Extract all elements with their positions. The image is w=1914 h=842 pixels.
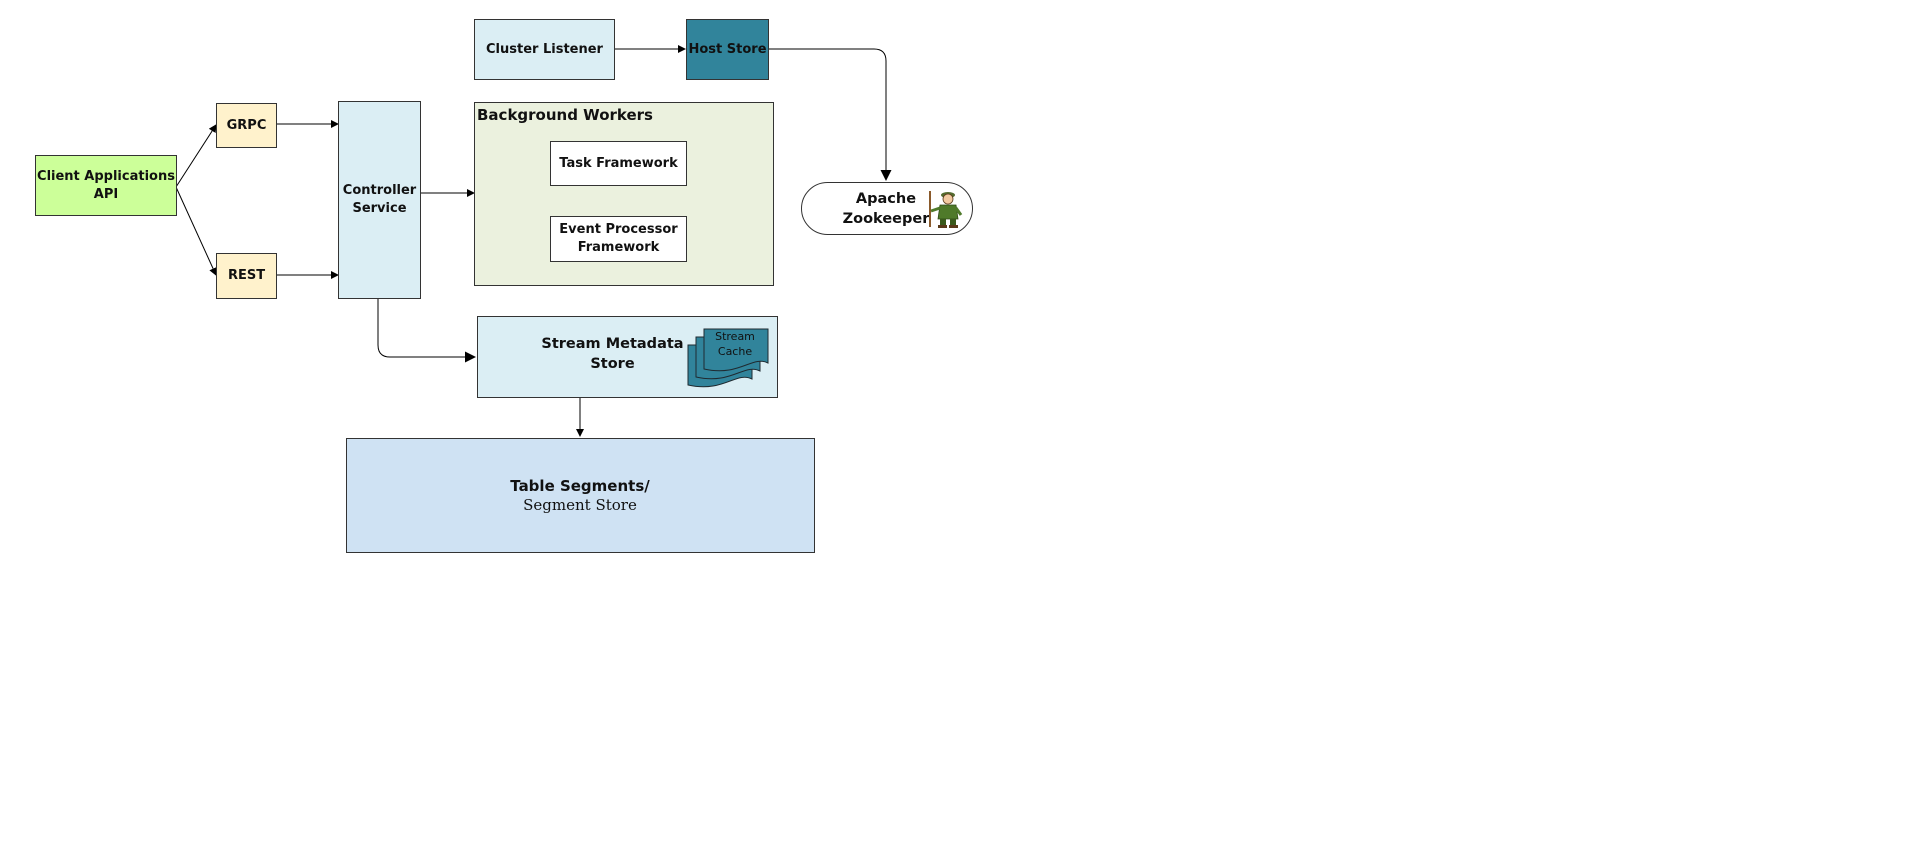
event-processor-framework-label: Event Processor Framework xyxy=(559,222,678,255)
host-store-box: Host Store xyxy=(686,19,769,80)
stream-cache-label: Stream Cache xyxy=(715,330,755,359)
client-applications-api-label: Client Applications API xyxy=(37,168,175,202)
event-processor-framework-box: Event Processor Framework xyxy=(550,216,687,262)
stream-metadata-store-label: Stream Metadata Store xyxy=(541,336,684,372)
controller-service-label: Controller Service xyxy=(342,183,417,216)
edge-client-grpc xyxy=(175,124,217,188)
cluster-listener-label: Cluster Listener xyxy=(486,41,603,57)
cluster-listener-box: Cluster Listener xyxy=(474,19,615,80)
zookeeper-keeper-icon xyxy=(929,191,963,228)
segment-store-label: Segment Store xyxy=(523,496,637,514)
edge-controller-metadata xyxy=(377,298,476,363)
edge-client-rest xyxy=(175,186,217,276)
stacked-documents-icon xyxy=(687,328,769,388)
task-framework-box: Task Framework xyxy=(550,141,687,186)
edge-host-zookeeper xyxy=(768,48,892,181)
grpc-label: GRPC xyxy=(226,117,267,133)
apache-zookeeper-label: Apache Zookeeper xyxy=(842,191,930,227)
host-store-label: Host Store xyxy=(688,41,767,57)
table-segments-label: Table Segments/ xyxy=(510,477,650,495)
task-framework-label: Task Framework xyxy=(559,155,678,171)
client-applications-api-box: Client Applications API xyxy=(35,155,177,216)
rest-label: REST xyxy=(227,268,266,284)
table-segments-box xyxy=(346,438,815,553)
rest-box: REST xyxy=(216,253,277,299)
grpc-box: GRPC xyxy=(216,103,277,148)
background-workers-title: Background Workers xyxy=(477,106,653,124)
controller-service-box: Controller Service xyxy=(338,101,421,299)
